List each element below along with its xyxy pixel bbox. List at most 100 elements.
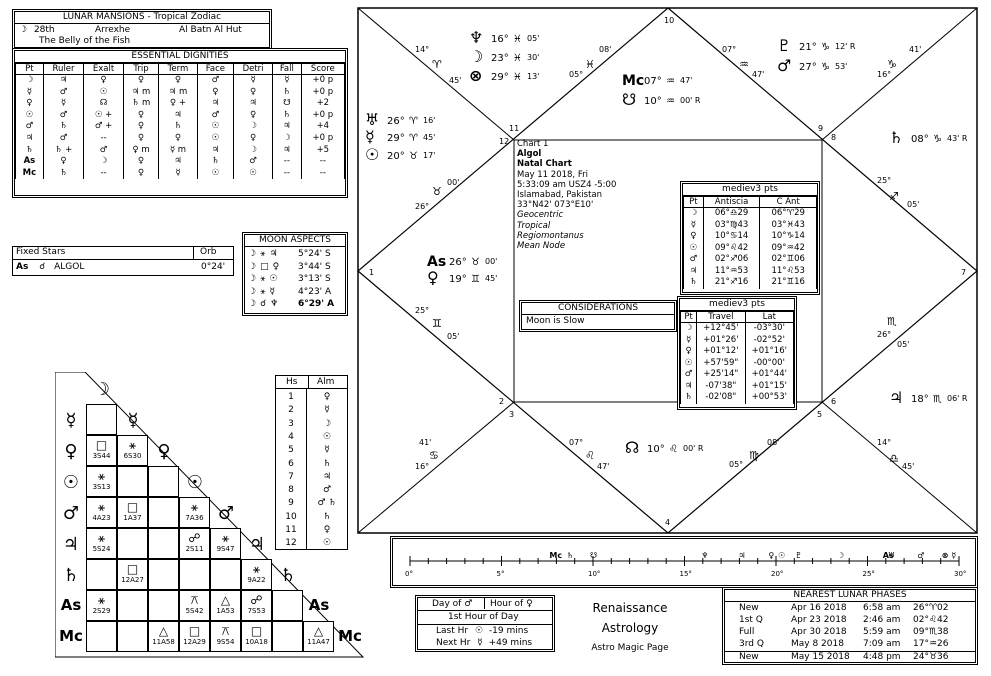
- brand-line-1: Renaissance: [592, 601, 668, 615]
- antiscia-cell: 02°♊06: [759, 254, 817, 266]
- dignities-cell: ♄: [272, 86, 302, 99]
- dignities-cell: --: [272, 156, 302, 168]
- cusp-label: 07°: [722, 45, 736, 54]
- aspect-grid-cell: ⚹6S30: [117, 435, 148, 466]
- venus-sign-icon: ♊: [471, 274, 480, 285]
- dignities-cell: ♀: [42, 156, 85, 168]
- aspect-orb: 2S29: [92, 607, 111, 615]
- dignities-cell: --: [83, 132, 124, 145]
- dignities-row: ☉♂☉ +♀♃♂♀♄+0 p: [15, 109, 346, 122]
- aspect-grid-cell: ⚹4A23: [86, 497, 117, 528]
- house-number: 4: [288, 431, 294, 442]
- aspect-orb: 1A37: [123, 514, 142, 522]
- dignities-cell: --: [300, 167, 346, 180]
- aspect-grid-outline: [55, 372, 365, 658]
- ruler-marker-saturn: ♄: [567, 551, 574, 560]
- mc-degree: 07°: [644, 76, 662, 87]
- cusp-label: 05': [447, 332, 459, 341]
- travel-cell: ☉: [679, 357, 698, 369]
- travel-cell: +01°15': [744, 380, 795, 392]
- dignities-cell: ♃: [233, 98, 274, 110]
- aspect-orb: 9S47: [216, 545, 235, 553]
- aspect-grid-row-label: ♄: [62, 565, 80, 586]
- antiscia-cell: 10°♋14: [702, 231, 761, 243]
- asc-degree: 26°: [449, 257, 467, 268]
- neptune-degree: 16°: [491, 34, 509, 45]
- dignities-col-header: Fall: [272, 63, 302, 75]
- dignities-cell: ♂: [42, 109, 85, 122]
- aspect-grid-cell: [179, 559, 210, 590]
- dignities-cell: ☽: [83, 156, 124, 168]
- aspect-grid-diagonal-label: ♀: [157, 441, 171, 462]
- consideration-item: Moon is Slow: [526, 316, 585, 326]
- dignities-cell: ♃: [15, 132, 44, 145]
- cusp-label: 16°: [877, 70, 891, 79]
- dignities-row: As♀☽♀♃♄♂----: [15, 156, 346, 168]
- ruler-marker-mars: ♂: [917, 551, 924, 560]
- chart-time: 5:33:09 am USZ4 -5:00: [517, 179, 617, 190]
- fortune-minutes: 13': [527, 72, 539, 81]
- dignities-cell: --: [83, 167, 124, 180]
- moon-icon: ☽: [248, 299, 257, 309]
- dignities-col-header: Exalt: [83, 63, 124, 75]
- dignities-cell: ♃: [196, 144, 235, 157]
- antiscia-cell: 06°♈29: [759, 207, 817, 220]
- aspect-grid-row-label: Mc: [59, 627, 83, 645]
- travel-cell: +00°53': [744, 392, 795, 404]
- aspect-grid-cell: ⚹9S47: [210, 528, 241, 559]
- moon-icon: ☽: [248, 261, 257, 272]
- uranus-degree: 26°: [387, 116, 405, 127]
- cusp-label: ♒: [739, 58, 749, 71]
- aspect-icon: □: [126, 500, 139, 514]
- moon-aspect-row: ☽⚹☿4°23' A: [248, 287, 344, 298]
- dignities-cell: ♀: [196, 86, 235, 99]
- house-number-label: 12: [499, 137, 509, 146]
- aspect-orb: 10A18: [245, 638, 268, 646]
- aspect-orb: 5S24: [92, 545, 111, 553]
- travel-cell: ♂: [679, 369, 698, 381]
- planet-placement-mercury: ☿29°♈45': [365, 127, 435, 146]
- dignities-row: Mc♄--♀☿☉☉----: [15, 167, 346, 180]
- mc-sign-icon: ♒: [666, 76, 675, 87]
- antiscia-cell: ☉: [683, 242, 704, 254]
- aspect-icon: ⚹: [97, 531, 106, 545]
- next-hour-value: +49 mins: [488, 638, 533, 648]
- aspect-grid-row-label: ☿: [65, 410, 77, 431]
- ruler-marker-uranus: ♅: [888, 551, 895, 560]
- aspect-grid-cell: ⚹7A36: [179, 497, 210, 528]
- travel-cell: -00°00': [744, 357, 795, 369]
- dignities-cell: ♂: [15, 121, 44, 133]
- cusp-label: 05': [907, 200, 919, 209]
- cusp-label: 08': [767, 438, 779, 447]
- house-number-label: 5: [817, 410, 822, 419]
- planet-placement-moon: ☽23°♓30': [469, 47, 539, 66]
- lunar-phases-title: NEAREST LUNAR PHASES: [725, 590, 975, 602]
- chart-option-tropical: Tropical: [517, 220, 551, 231]
- moon-aspect-row: ☽□♀3°44' S: [248, 262, 344, 273]
- aspect-grid-cell: [148, 466, 179, 497]
- travel-row: ♃-07'38"+01°15': [679, 380, 795, 392]
- aspect-orb: 3S13: [92, 483, 111, 491]
- chart-date: May 11 2018, Fri: [517, 169, 588, 180]
- lunar-phase-cell: 4:48 pm: [863, 652, 901, 662]
- dignities-cell: ♄: [42, 121, 85, 133]
- lunar-mansions-panel: LUNAR MANSIONS - Tropical Zodiac ☽ 28th …: [12, 9, 272, 50]
- dignities-cell: ☽: [272, 132, 302, 145]
- dignities-cell: ☿: [42, 98, 85, 110]
- aspect-icon: ☌: [260, 299, 267, 309]
- cusp-label: ♐: [889, 190, 899, 203]
- planet-placement-neptune: ♆16°♓05': [469, 28, 539, 47]
- antiscia-cell: 09°♌42: [702, 242, 761, 254]
- moon-icon: ☽: [248, 249, 257, 259]
- dignities-cell: ♃: [272, 144, 302, 157]
- dignities-cell: ♄ m: [122, 98, 160, 110]
- ruler-tick-label: 30°: [954, 570, 966, 578]
- travel-cell: +01°16': [744, 346, 795, 358]
- lunar-phase-cell: Apr 30 2018: [791, 627, 847, 637]
- jupiter-sign-icon: ♏: [933, 394, 942, 405]
- planet-icon: ♃: [269, 249, 278, 259]
- lunar-phase-cell: 24°♉36: [913, 652, 949, 662]
- antiscia-col-header: Antiscia: [702, 196, 761, 208]
